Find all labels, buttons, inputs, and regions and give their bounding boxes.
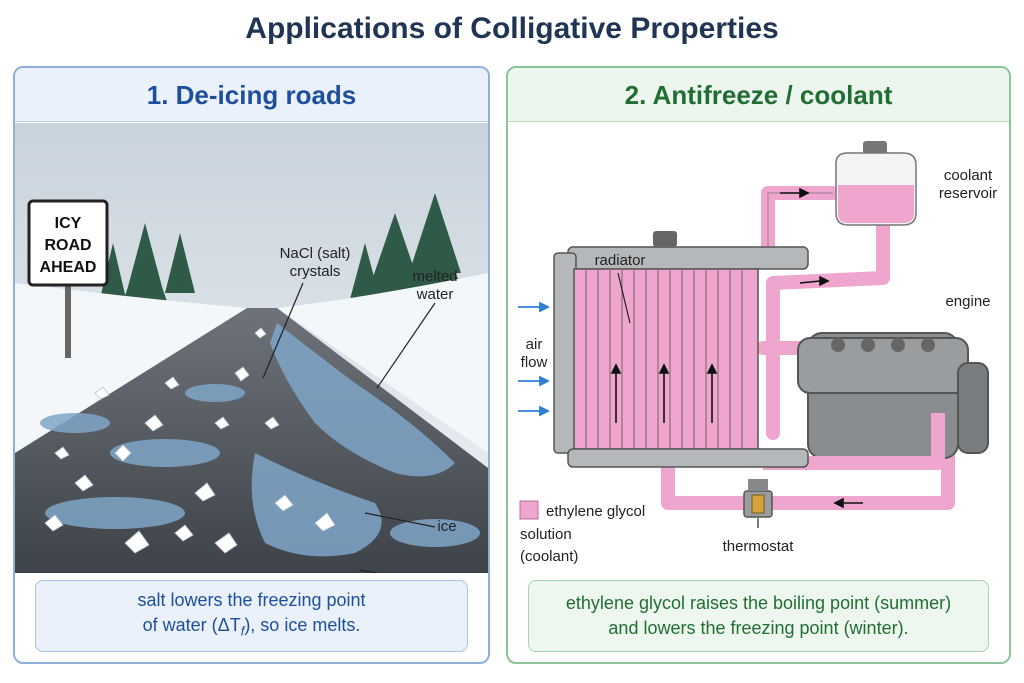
label-water-1: melted <box>412 268 457 285</box>
label-salt-1: NaCl (salt) <box>280 245 351 262</box>
caption-delta-suffix: ), so ice melts. <box>244 615 361 636</box>
engine <box>797 332 989 459</box>
panel-deicing-heading: 1. De-icing roads <box>15 68 488 122</box>
antifreeze-caption-line-1: ethylene glycol raises the boiling point… <box>565 593 952 613</box>
sign-line-3: AHEAD <box>40 259 97 276</box>
melted-water-puddles <box>40 323 480 557</box>
caption-delta-subscript: f <box>240 623 245 639</box>
panel-deicing: 1. De-icing roads <box>13 66 490 664</box>
label-engine: engine <box>945 293 990 310</box>
label-salt-2: crystals <box>290 263 341 280</box>
panel-antifreeze: 2. Antifreeze / coolant <box>506 66 1011 664</box>
salt-crystals <box>44 327 336 554</box>
legend-line-3: (coolant) <box>520 548 578 565</box>
caption-delta-prefix: of water (ΔT <box>142 615 241 636</box>
label-air-1: air <box>526 336 543 353</box>
thermostat <box>743 479 773 518</box>
antifreeze-caption-line-2: and lowers the freezing point (winter). <box>608 618 909 638</box>
label-reservoir-2: reservoir <box>939 185 997 202</box>
legend: ethylene glycol solution (coolant) <box>519 500 645 565</box>
sign-line-1: ICY <box>55 215 82 232</box>
radiator <box>553 231 809 468</box>
deicing-caption-line-2: of water (ΔTf), so ice melts. <box>36 613 467 644</box>
icy-road-sign: ICY ROAD AHEAD <box>27 199 109 358</box>
panel-deicing-caption: salt lowers the freezing point of water … <box>35 580 468 652</box>
panel-antifreeze-heading: 2. Antifreeze / coolant <box>508 68 1009 122</box>
label-water-2: water <box>416 286 454 303</box>
panel-antifreeze-caption: ethylene glycol raises the boiling point… <box>528 580 989 652</box>
label-air-2: flow <box>521 354 548 371</box>
coolant-reservoir <box>835 141 917 226</box>
label-radiator: radiator <box>595 252 646 269</box>
legend-line-2: solution <box>520 526 572 543</box>
legend-line-1: ethylene glycol <box>546 503 645 520</box>
coolant-system-diagram: radiator coolant reservoir engine air fl… <box>518 141 997 565</box>
air-flow-arrows <box>518 301 551 417</box>
label-ice: ice <box>437 518 456 535</box>
label-thermostat: thermostat <box>723 538 795 555</box>
road-illustration: ICY ROAD AHEAD NaCl (salt) crystals melt… <box>15 123 488 573</box>
deicing-caption-line-1: salt lowers the freezing point <box>137 590 366 611</box>
label-reservoir-1: coolant <box>944 167 993 184</box>
page-title: Applications of Colligative Properties <box>245 12 779 45</box>
sign-line-2: ROAD <box>44 237 91 254</box>
